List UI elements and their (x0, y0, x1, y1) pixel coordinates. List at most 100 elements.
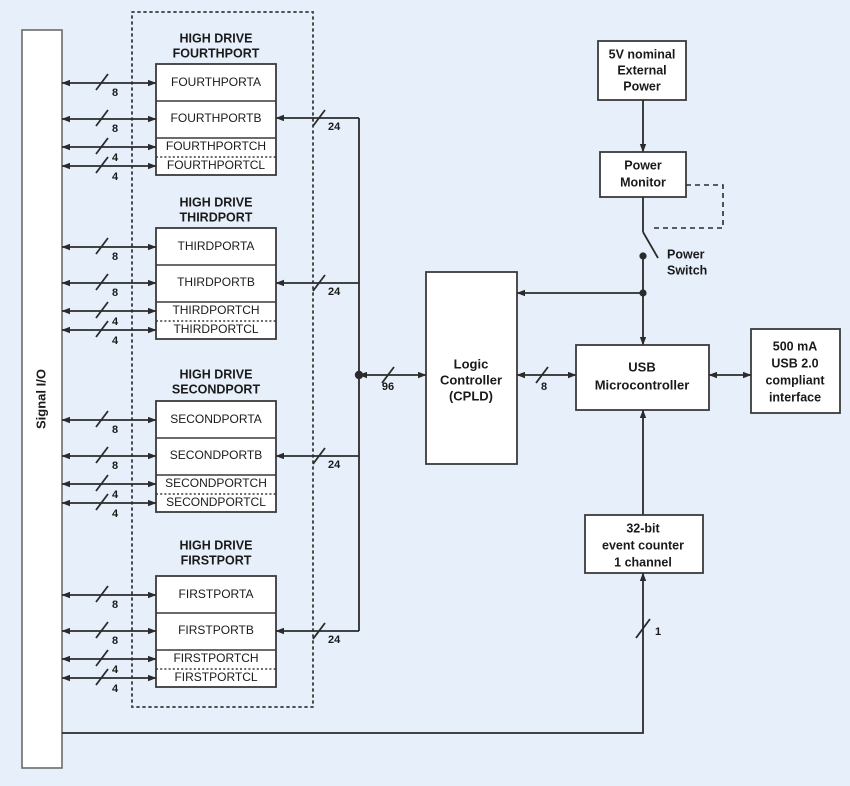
bus-width-secondportb: 8 (112, 460, 118, 472)
bus-width-fourthportch: 4 (112, 152, 119, 164)
block-usb-interface (750, 328, 841, 414)
slash-thirdporta (95, 237, 109, 255)
bus-width-secondporta: 8 (112, 424, 118, 436)
port-row-label-secondportch: SECONDPORTCH (165, 476, 267, 490)
power-monitor-line1: Power (624, 158, 662, 172)
slash-cpld-96 (381, 366, 395, 384)
bus-width-cpld-96: 96 (382, 381, 394, 393)
port-row-label-fourthportch: FOURTHPORTCH (166, 139, 266, 153)
dashed-monitor-switch-feedback (652, 184, 724, 229)
bus-width-secondportcl: 4 (112, 508, 119, 520)
group-title-firstport-line1: HIGH DRIVE (180, 538, 253, 552)
port-row-label-firstportch: FIRSTPORTCH (173, 651, 258, 665)
slash-thirdport-bus (312, 274, 326, 292)
event-counter-line3: 1 channel (614, 555, 672, 569)
usb-interface-line2: USB 2.0 (771, 356, 818, 370)
block-event-counter (584, 514, 704, 574)
group-title-fourthport-line2: FOURTHPORT (173, 46, 260, 60)
logic-controller-line2: Controller (440, 372, 502, 387)
group-title-secondport-line1: HIGH DRIVE (180, 367, 253, 381)
group-title-fourthport-line1: HIGH DRIVE (180, 31, 253, 45)
slash-cpld-usb-8 (535, 366, 549, 384)
bus-width-firstportch: 4 (112, 664, 119, 676)
bus-width-firstportcl: 4 (112, 683, 119, 695)
bus-width-thirdportb: 8 (112, 287, 118, 299)
slash-counter-input (635, 618, 651, 639)
slash-secondport-bus (312, 447, 326, 465)
port-row-label-thirdportb: THIRDPORTB (177, 275, 255, 289)
group-title-thirdport-line2: THIRDPORT (180, 210, 253, 224)
port-row-label-firstportcl: FIRSTPORTCL (174, 670, 257, 684)
port-row-label-firstporta: FIRSTPORTA (179, 587, 254, 601)
bus-width-firstport-trunk: 24 (328, 634, 341, 646)
block-logic-controller (425, 271, 518, 465)
slash-fourthport-bus (312, 109, 326, 127)
external-power-line2: External (617, 63, 666, 77)
slash-firstportch (95, 649, 109, 667)
bus-width-thirdportcl: 4 (112, 335, 119, 347)
logic-controller-line1: Logic (454, 356, 489, 371)
power-switch-lever (642, 231, 659, 259)
slash-firstporta (95, 585, 109, 603)
usb-interface-line1: 500 mA (773, 339, 817, 353)
counter-input-route (62, 572, 647, 734)
bus-width-secondportch: 4 (112, 489, 119, 501)
high-drive-dotted-boundary (131, 11, 314, 708)
usb-microcontroller-line1: USB (628, 359, 655, 374)
signal-io-label: Signal I/O (33, 369, 48, 429)
slash-secondportb (95, 446, 109, 464)
logic-controller-line3: (CPLD) (449, 388, 493, 403)
port-row-label-thirdportcl: THIRDPORTCL (173, 322, 258, 336)
bus-width-fourthport-trunk: 24 (328, 121, 341, 133)
bus-width-fourthportcl: 4 (112, 171, 119, 183)
slash-fourthportch (95, 137, 109, 155)
slash-thirdportb (95, 273, 109, 291)
port-row-label-firstportb: FIRSTPORTB (178, 623, 254, 637)
bus-width-secondport-trunk: 24 (328, 459, 341, 471)
slash-firstportcl (95, 668, 109, 686)
port-row-label-secondporta: SECONDPORTA (170, 412, 262, 426)
power-switch-line2: Switch (667, 263, 707, 277)
port-row-label-fourthportb: FOURTHPORTB (171, 111, 262, 125)
event-counter-line2: event counter (602, 538, 684, 552)
power-rail-junction-dot (639, 289, 647, 297)
bus-width-cpld-usb-8: 8 (541, 381, 547, 393)
group-title-firstport-line2: FIRSTPORT (181, 553, 252, 567)
slash-firstportb (95, 621, 109, 639)
port-row-label-thirdportch: THIRDPORTCH (172, 303, 259, 317)
block-external-power (597, 40, 687, 101)
slash-thirdportcl (95, 320, 109, 338)
group-title-thirdport-line1: HIGH DRIVE (180, 195, 253, 209)
port-row-label-fourthportcl: FOURTHPORTCL (167, 158, 266, 172)
event-counter-line1: 32-bit (626, 521, 660, 535)
power-switch-line1: Power (667, 247, 705, 261)
port-row-label-fourthporta: FOURTHPORTA (171, 75, 261, 89)
slash-firstport-bus (312, 622, 326, 640)
slash-fourthportb (95, 109, 109, 127)
bus-width-fourthporta: 8 (112, 87, 118, 99)
usb-microcontroller-line2: Microcontroller (595, 377, 690, 392)
slash-thirdportch (95, 301, 109, 319)
port-row-label-secondportcl: SECONDPORTCL (166, 495, 266, 509)
usb-interface-line3: compliant (765, 373, 825, 387)
bus-width-thirdporta: 8 (112, 251, 118, 263)
bus-width-counter-input: 1 (655, 626, 661, 638)
port-row-label-thirdporta: THIRDPORTA (178, 239, 255, 253)
slash-secondporta (95, 410, 109, 428)
usb-interface-line4: interface (769, 390, 821, 404)
slash-secondportch (95, 474, 109, 492)
group-title-secondport-line2: SECONDPORT (172, 382, 261, 396)
signal-io-bar (21, 29, 63, 769)
bus-width-firstportb: 8 (112, 635, 118, 647)
external-power-line3: Power (623, 79, 661, 93)
bus-width-thirdportch: 4 (112, 316, 119, 328)
slash-fourthportcl (95, 156, 109, 174)
slash-secondportcl (95, 493, 109, 511)
external-power-line1: 5V nominal (609, 47, 676, 61)
port-row-label-secondportb: SECONDPORTB (170, 448, 262, 462)
power-monitor-line2: Monitor (620, 175, 666, 189)
bus-width-thirdport-trunk: 24 (328, 286, 341, 298)
